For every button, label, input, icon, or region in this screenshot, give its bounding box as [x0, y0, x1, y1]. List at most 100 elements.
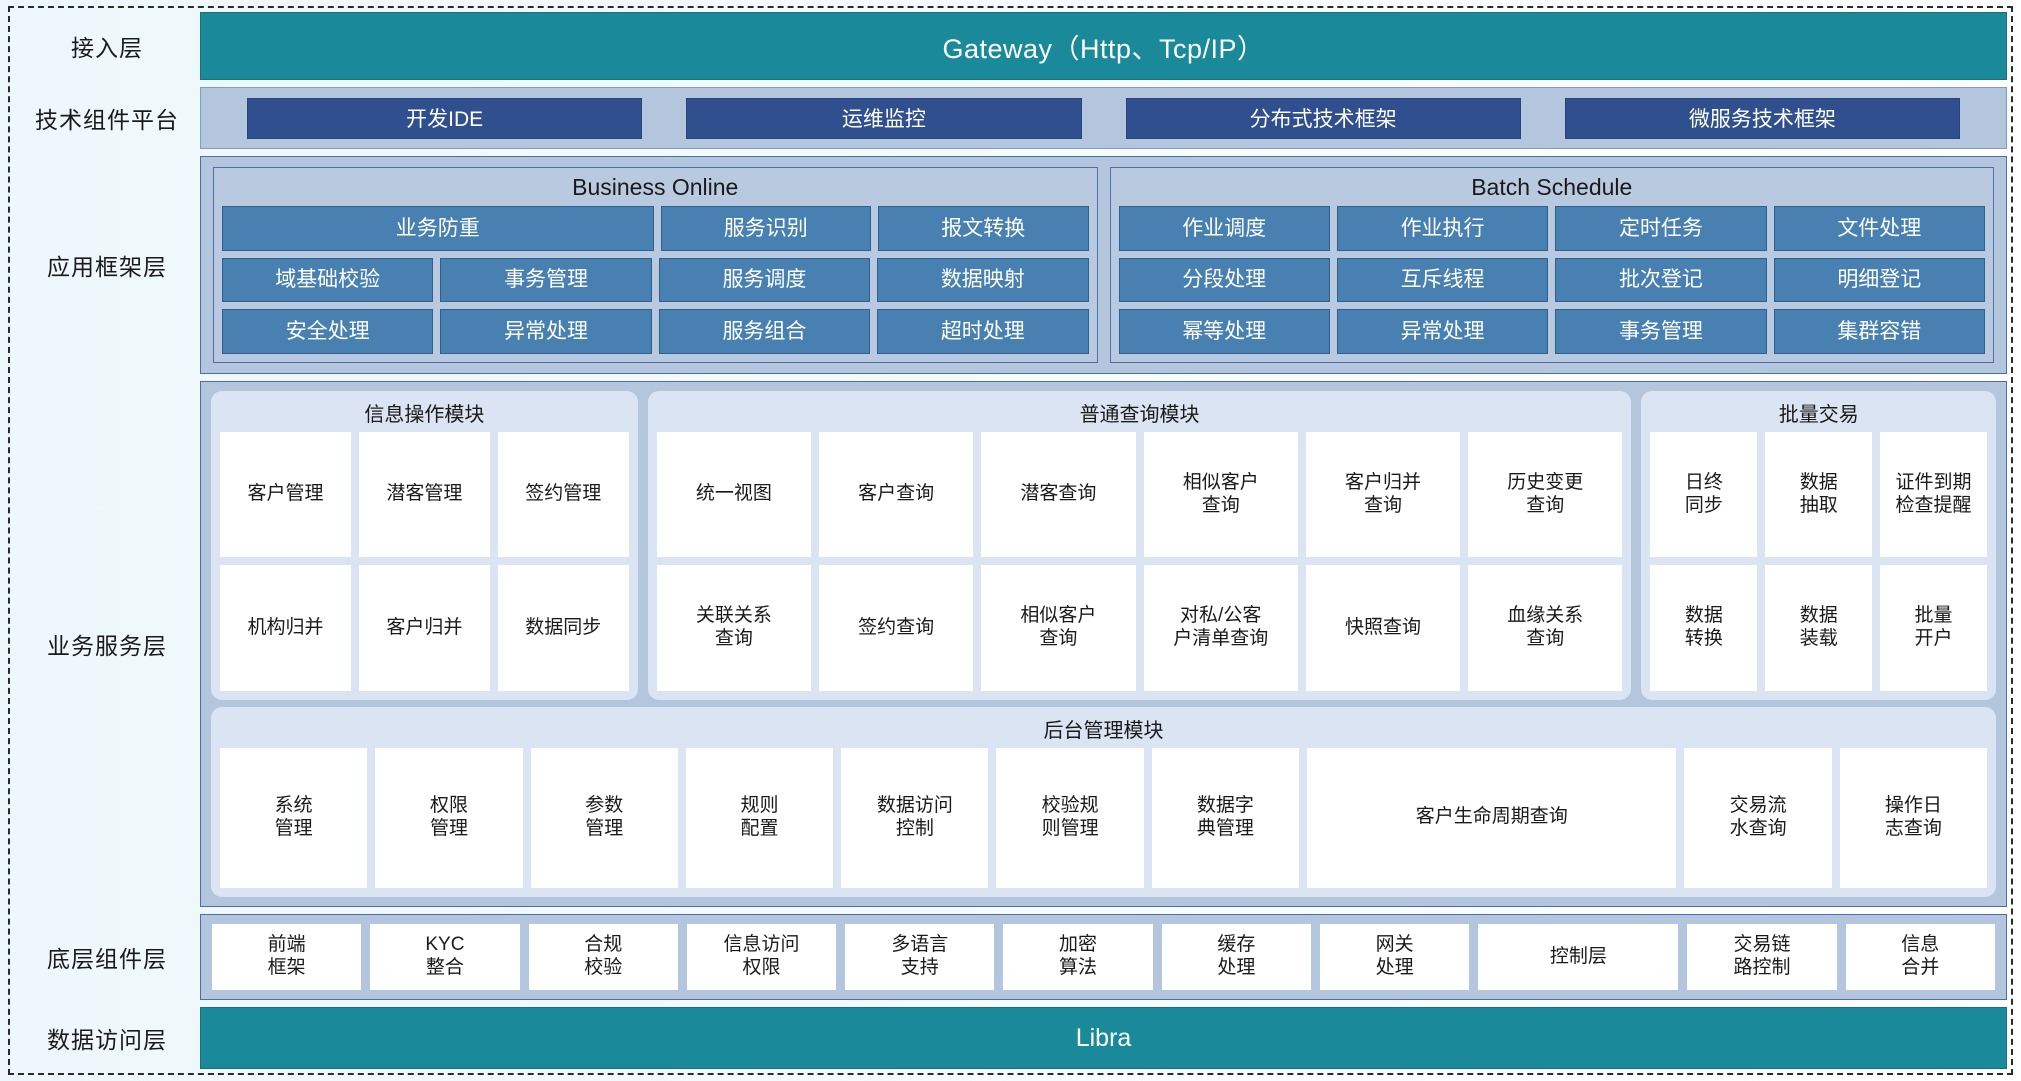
fw-chip[interactable]: 服务调度: [658, 257, 871, 303]
module-item[interactable]: 客户生命周期查询: [1307, 747, 1677, 888]
fw-chip[interactable]: 作业执行: [1336, 206, 1549, 251]
libra-bar[interactable]: Libra: [200, 1007, 2007, 1069]
component-item[interactable]: 前端框架: [212, 924, 362, 990]
module-row: 日终同步 数据抽取 证件到期检查提醒: [1650, 432, 1987, 558]
fw-chip[interactable]: 定时任务: [1555, 206, 1767, 251]
panel-title-batch-schedule: Batch Schedule: [1471, 174, 1633, 200]
component-item[interactable]: 缓存处理: [1161, 924, 1311, 990]
fw-chip[interactable]: 服务组合: [658, 309, 871, 355]
app-framework-bar: Business Online 业务防重 服务识别 报文转换 域基础校验 事务管…: [200, 156, 2007, 374]
fw-chip[interactable]: 异常处理: [1336, 309, 1549, 355]
module-item[interactable]: 数据访问控制: [841, 747, 989, 888]
fw-chip[interactable]: 服务识别: [660, 206, 871, 251]
tech-platform-body: 开发IDE 运维监控 分布式技术框架 微服务技术框架: [200, 87, 2007, 149]
module-item[interactable]: 参数管理: [530, 747, 678, 888]
component-item[interactable]: 加密算法: [1003, 924, 1153, 990]
fw-chip[interactable]: 事务管理: [1555, 309, 1767, 355]
module-item[interactable]: 权限管理: [375, 747, 523, 888]
module-item[interactable]: 证件到期检查提醒: [1880, 432, 1987, 558]
module-item[interactable]: 机构归并: [220, 565, 351, 691]
layer-label-business-service: 业务服务层: [47, 633, 167, 659]
fw-chip[interactable]: 业务防重: [222, 206, 654, 251]
module-item[interactable]: 签约管理: [497, 432, 629, 558]
fw-chip[interactable]: 文件处理: [1773, 206, 1985, 251]
module-row: 机构归并 客户归并 数据同步: [220, 565, 629, 691]
module-item[interactable]: 系统管理: [220, 747, 368, 888]
module-back-management: 后台管理模块 系统管理 权限管理 参数管理 规则配置 数据访问控制 校验规则管理…: [211, 706, 1996, 897]
component-item[interactable]: 交易链路控制: [1687, 924, 1837, 990]
module-grid-batch-transaction: 日终同步 数据抽取 证件到期检查提醒 数据转换 数据装载 批量开户: [1650, 432, 1987, 691]
fw-chip[interactable]: 集群容错: [1773, 309, 1985, 355]
module-item[interactable]: 统一视图: [656, 432, 811, 558]
module-item[interactable]: 关联关系查询: [656, 565, 811, 691]
module-item[interactable]: 数据同步: [497, 565, 629, 691]
panel-row: 安全处理 异常处理 服务组合 超时处理: [222, 309, 1089, 355]
tech-chip-microservice-framework[interactable]: 微服务技术框架: [1564, 97, 1960, 139]
panel-grid-business-online: 业务防重 服务识别 报文转换 域基础校验 事务管理 服务调度 数据映射: [222, 206, 1089, 355]
component-item[interactable]: 网关处理: [1319, 924, 1470, 990]
module-item[interactable]: 对私/公客户清单查询: [1143, 565, 1298, 691]
module-item[interactable]: 交易流水查询: [1684, 747, 1832, 888]
fw-chip[interactable]: 明细登记: [1773, 257, 1985, 303]
fw-chip[interactable]: 分段处理: [1118, 257, 1330, 303]
access-layer-body: Gateway（Http、Tcp/IP）: [200, 12, 2007, 80]
module-item[interactable]: 客户归并: [358, 565, 490, 691]
fw-chip[interactable]: 互斥线程: [1336, 257, 1549, 303]
fw-chip[interactable]: 报文转换: [878, 206, 1089, 251]
fw-chip[interactable]: 幂等处理: [1118, 309, 1330, 355]
module-item[interactable]: 数据装载: [1765, 565, 1873, 691]
layer-row-data-access: 数据访问层 Libra: [14, 1007, 2007, 1069]
tech-chip-distributed-framework[interactable]: 分布式技术框架: [1125, 97, 1521, 139]
module-item[interactable]: 历史变更查询: [1468, 432, 1623, 558]
module-item[interactable]: 数据转换: [1650, 565, 1758, 691]
fw-chip[interactable]: 域基础校验: [222, 257, 434, 303]
component-item[interactable]: 信息访问权限: [686, 924, 837, 990]
fw-chip[interactable]: 异常处理: [440, 309, 652, 355]
module-grid-back-management: 系统管理 权限管理 参数管理 规则配置 数据访问控制 校验规则管理 数据字典管理…: [220, 747, 1988, 888]
fw-chip[interactable]: 安全处理: [222, 309, 434, 355]
tech-chip-ops-monitor[interactable]: 运维监控: [686, 97, 1082, 139]
module-item[interactable]: 日终同步: [1650, 432, 1758, 558]
business-service-body: 信息操作模块 客户管理 潜客管理 签约管理 机构归并 客户归并: [200, 381, 2007, 907]
module-item[interactable]: 操作日志查询: [1839, 747, 1988, 888]
fw-chip[interactable]: 批次登记: [1555, 257, 1767, 303]
panel-row: 作业调度 作业执行 定时任务 文件处理: [1118, 206, 1985, 251]
layer-row-access: 接入层 Gateway（Http、Tcp/IP）: [14, 12, 2007, 80]
component-item[interactable]: 控制层: [1478, 924, 1679, 990]
component-item[interactable]: 信息合并: [1845, 924, 1995, 990]
module-item[interactable]: 批量开户: [1880, 565, 1987, 691]
module-item[interactable]: 潜客查询: [981, 432, 1136, 558]
business-service-bar: 信息操作模块 客户管理 潜客管理 签约管理 机构归并 客户归并: [200, 381, 2007, 907]
module-item[interactable]: 潜客管理: [358, 432, 490, 558]
module-item[interactable]: 血缘关系查询: [1468, 565, 1623, 691]
module-item[interactable]: 相似客户查询: [1143, 432, 1298, 558]
fw-chip[interactable]: 事务管理: [440, 257, 652, 303]
module-row: 客户管理 潜客管理 签约管理: [220, 432, 629, 558]
module-title-back-management: 后台管理模块: [1043, 719, 1164, 742]
module-item[interactable]: 校验规则管理: [996, 747, 1144, 888]
fw-chip[interactable]: 数据映射: [877, 257, 1089, 303]
module-item[interactable]: 客户归并查询: [1305, 432, 1461, 558]
gateway-bar[interactable]: Gateway（Http、Tcp/IP）: [200, 12, 2007, 80]
component-item[interactable]: 合规校验: [528, 924, 678, 990]
fw-chip[interactable]: 超时处理: [877, 309, 1089, 355]
module-item[interactable]: 签约查询: [819, 565, 974, 691]
panel-row: 域基础校验 事务管理 服务调度 数据映射: [222, 257, 1089, 303]
module-batch-transaction: 批量交易 日终同步 数据抽取 证件到期检查提醒 数据转换 数据装载: [1641, 391, 1996, 700]
module-item[interactable]: 客户查询: [819, 432, 974, 558]
layer-row-business-service: 业务服务层 信息操作模块 客户管理 潜客管理 签约管理: [14, 381, 2007, 907]
module-item[interactable]: 数据抽取: [1765, 432, 1873, 558]
module-item[interactable]: 数据字典管理: [1151, 747, 1300, 888]
module-item[interactable]: 快照查询: [1305, 565, 1461, 691]
module-item[interactable]: 客户管理: [220, 432, 351, 558]
module-item[interactable]: 相似客户查询: [981, 565, 1136, 691]
panel-business-online: Business Online 业务防重 服务识别 报文转换 域基础校验 事务管…: [213, 167, 1098, 363]
component-item[interactable]: 多语言支持: [845, 924, 995, 990]
tech-chip-ide[interactable]: 开发IDE: [247, 97, 643, 139]
module-item[interactable]: 规则配置: [685, 747, 834, 888]
layer-stack: 接入层 Gateway（Http、Tcp/IP） 技术组件平台 开发IDE 运维…: [14, 12, 2007, 1069]
fw-chip[interactable]: 作业调度: [1118, 206, 1330, 251]
